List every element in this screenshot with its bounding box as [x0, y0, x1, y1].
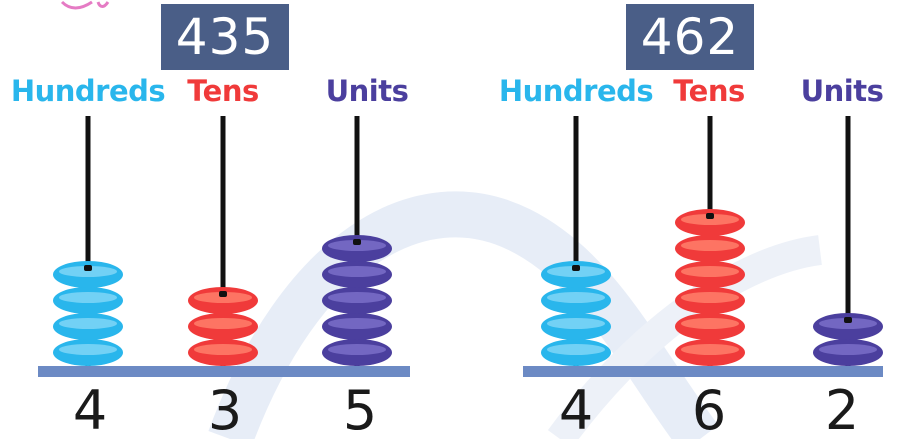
abacus-435: 435 Hundreds Tens Units 4 3 5	[0, 0, 420, 439]
label-hundreds: Hundreds	[498, 74, 654, 108]
tens-rod-nub	[706, 213, 714, 219]
tens-bead	[188, 339, 258, 366]
tens-rod-nub	[219, 291, 227, 297]
rod-units	[845, 116, 851, 366]
digit-tens: 6	[691, 379, 727, 442]
digit-hundreds: 4	[72, 379, 108, 442]
units-rod-nub	[353, 239, 361, 245]
units-bead	[813, 313, 883, 340]
hundreds-rod-nub	[572, 265, 580, 271]
rod-hundreds	[85, 116, 91, 366]
label-tens: Tens	[673, 74, 745, 108]
number-box: 462	[626, 4, 754, 70]
units-bead	[813, 339, 883, 366]
rod-tens	[220, 116, 226, 366]
corner-decoration	[60, 0, 110, 10]
number-value: 435	[175, 8, 275, 66]
digit-units: 5	[342, 379, 378, 442]
tens-bead	[675, 235, 745, 262]
tens-bead	[188, 287, 258, 314]
abacus-base	[38, 366, 410, 377]
hundreds-bead	[53, 339, 123, 366]
number-box: 435	[161, 4, 289, 70]
units-rod-nub	[844, 317, 852, 323]
tens-bead	[675, 261, 745, 288]
tens-bead	[188, 313, 258, 340]
tens-bead	[675, 339, 745, 366]
rod-hundreds	[573, 116, 579, 366]
tens-bead	[675, 313, 745, 340]
digit-tens: 3	[207, 379, 243, 442]
hundreds-bead	[541, 339, 611, 366]
units-bead	[322, 339, 392, 366]
hundreds-bead	[53, 313, 123, 340]
label-units: Units	[800, 74, 884, 108]
label-units: Units	[325, 74, 409, 108]
abacus-base	[523, 366, 883, 377]
units-bead	[322, 261, 392, 288]
tens-bead	[675, 209, 745, 236]
units-bead	[322, 235, 392, 262]
number-value: 462	[640, 8, 740, 66]
units-bead	[322, 313, 392, 340]
abacus-462: 462 Hundreds Tens Units 4 6 2	[487, 0, 897, 439]
digit-units: 2	[824, 379, 860, 442]
label-tens: Tens	[187, 74, 259, 108]
tens-bead	[675, 287, 745, 314]
hundreds-bead	[541, 313, 611, 340]
hundreds-bead	[53, 287, 123, 314]
hundreds-bead	[53, 261, 123, 288]
digit-hundreds: 4	[558, 379, 594, 442]
hundreds-bead	[541, 287, 611, 314]
units-bead	[322, 287, 392, 314]
hundreds-rod-nub	[84, 265, 92, 271]
hundreds-bead	[541, 261, 611, 288]
label-hundreds: Hundreds	[10, 74, 166, 108]
